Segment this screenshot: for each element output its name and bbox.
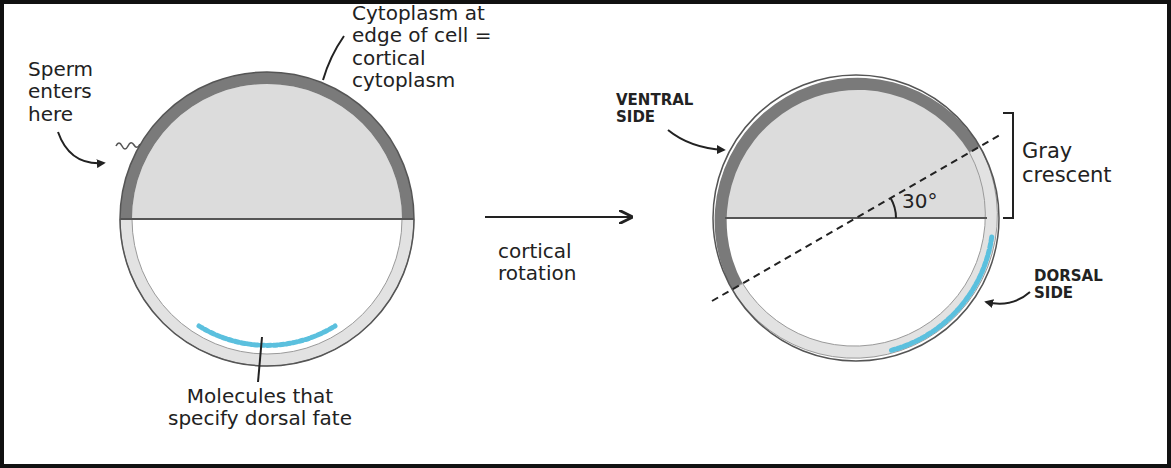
annotation-label: Cytoplasm at edge of cell = cortical cyt… bbox=[352, 2, 512, 92]
leader-arrow bbox=[668, 130, 724, 150]
sperm-squiggle bbox=[116, 143, 140, 149]
side-label: DORSAL SIDE bbox=[1034, 268, 1118, 302]
process-arrow bbox=[485, 216, 630, 218]
side-label: VENTRAL SIDE bbox=[616, 92, 700, 126]
annotation-label: Molecules that specify dorsal fate bbox=[150, 385, 370, 430]
region-label: Gray crescent bbox=[1022, 140, 1147, 187]
leader-arrow bbox=[986, 292, 1030, 304]
leader-line bbox=[258, 337, 262, 382]
egg-before-rotation bbox=[120, 72, 414, 366]
leader-arrow bbox=[58, 132, 104, 163]
bracket bbox=[1003, 113, 1013, 218]
egg-after-rotation bbox=[712, 75, 1000, 361]
leader-line bbox=[323, 36, 344, 80]
angle-label: 30° bbox=[902, 190, 962, 212]
process-label: cortical rotation bbox=[498, 240, 610, 285]
annotation-label: Sperm enters here bbox=[28, 58, 106, 125]
